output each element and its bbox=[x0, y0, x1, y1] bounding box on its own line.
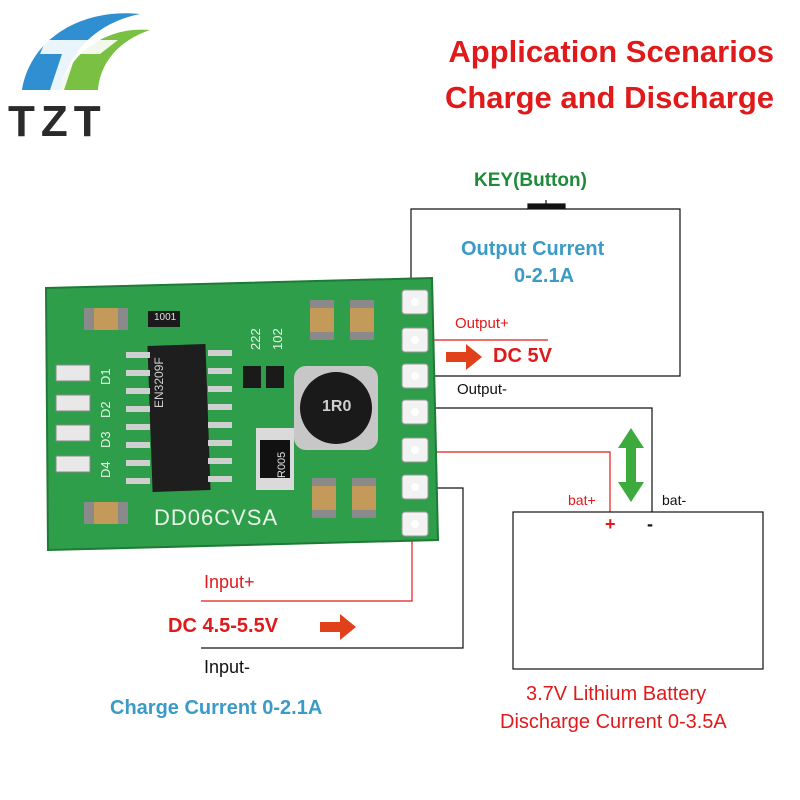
battery-type-label: 3.7V Lithium Battery bbox=[526, 683, 707, 705]
mark-d1: D1 bbox=[98, 368, 113, 385]
mark-d4: D4 bbox=[98, 461, 113, 478]
mark-1001: 1001 bbox=[154, 312, 177, 323]
arrow-right-icon bbox=[446, 344, 482, 370]
mark-d3: D3 bbox=[98, 431, 113, 448]
chip-label: EN3209F bbox=[152, 357, 166, 408]
battery-box bbox=[512, 511, 764, 670]
mark-d2: D2 bbox=[98, 401, 113, 418]
dc-input-label: DC 4.5-5.5V bbox=[168, 615, 279, 637]
mark-102: 102 bbox=[270, 328, 285, 350]
dc-output-label: DC 5V bbox=[493, 345, 552, 367]
output-plus-label: Output+ bbox=[455, 315, 509, 332]
mark-222: 222 bbox=[248, 328, 263, 350]
discharge-current-label: Discharge Current 0-3.5A bbox=[500, 711, 727, 733]
page-subtitle: Charge and Discharge bbox=[444, 80, 774, 115]
key-button-label: KEY(Button) bbox=[474, 170, 587, 191]
input-minus-label: Input- bbox=[204, 657, 251, 677]
resistor-label: R005 bbox=[276, 451, 288, 478]
output-minus-label: Output- bbox=[457, 381, 508, 398]
logo-text: TZT bbox=[8, 97, 107, 146]
circuit-wires bbox=[201, 200, 681, 649]
bat-plus-label: bat+ bbox=[568, 492, 596, 508]
tzt-logo-icon bbox=[22, 13, 150, 90]
input-plus-label: Input+ bbox=[204, 572, 255, 592]
inductor-label: 1R0 bbox=[322, 398, 352, 415]
charge-current-label: Charge Current 0-2.1A bbox=[110, 697, 323, 719]
page-title: Application Scenarios bbox=[448, 34, 774, 69]
arrow-right-icon bbox=[320, 614, 356, 640]
battery-minus-sign: - bbox=[647, 514, 653, 534]
output-current-value: 0-2.1A bbox=[514, 265, 575, 287]
output-current-label: Output Current bbox=[461, 238, 605, 260]
battery-plus-sign: + bbox=[605, 514, 616, 534]
board-model-label: DD06CVSA bbox=[154, 505, 279, 530]
bat-minus-label: bat- bbox=[662, 492, 687, 508]
double-arrow-icon bbox=[618, 428, 644, 502]
pcb-board bbox=[44, 276, 440, 552]
